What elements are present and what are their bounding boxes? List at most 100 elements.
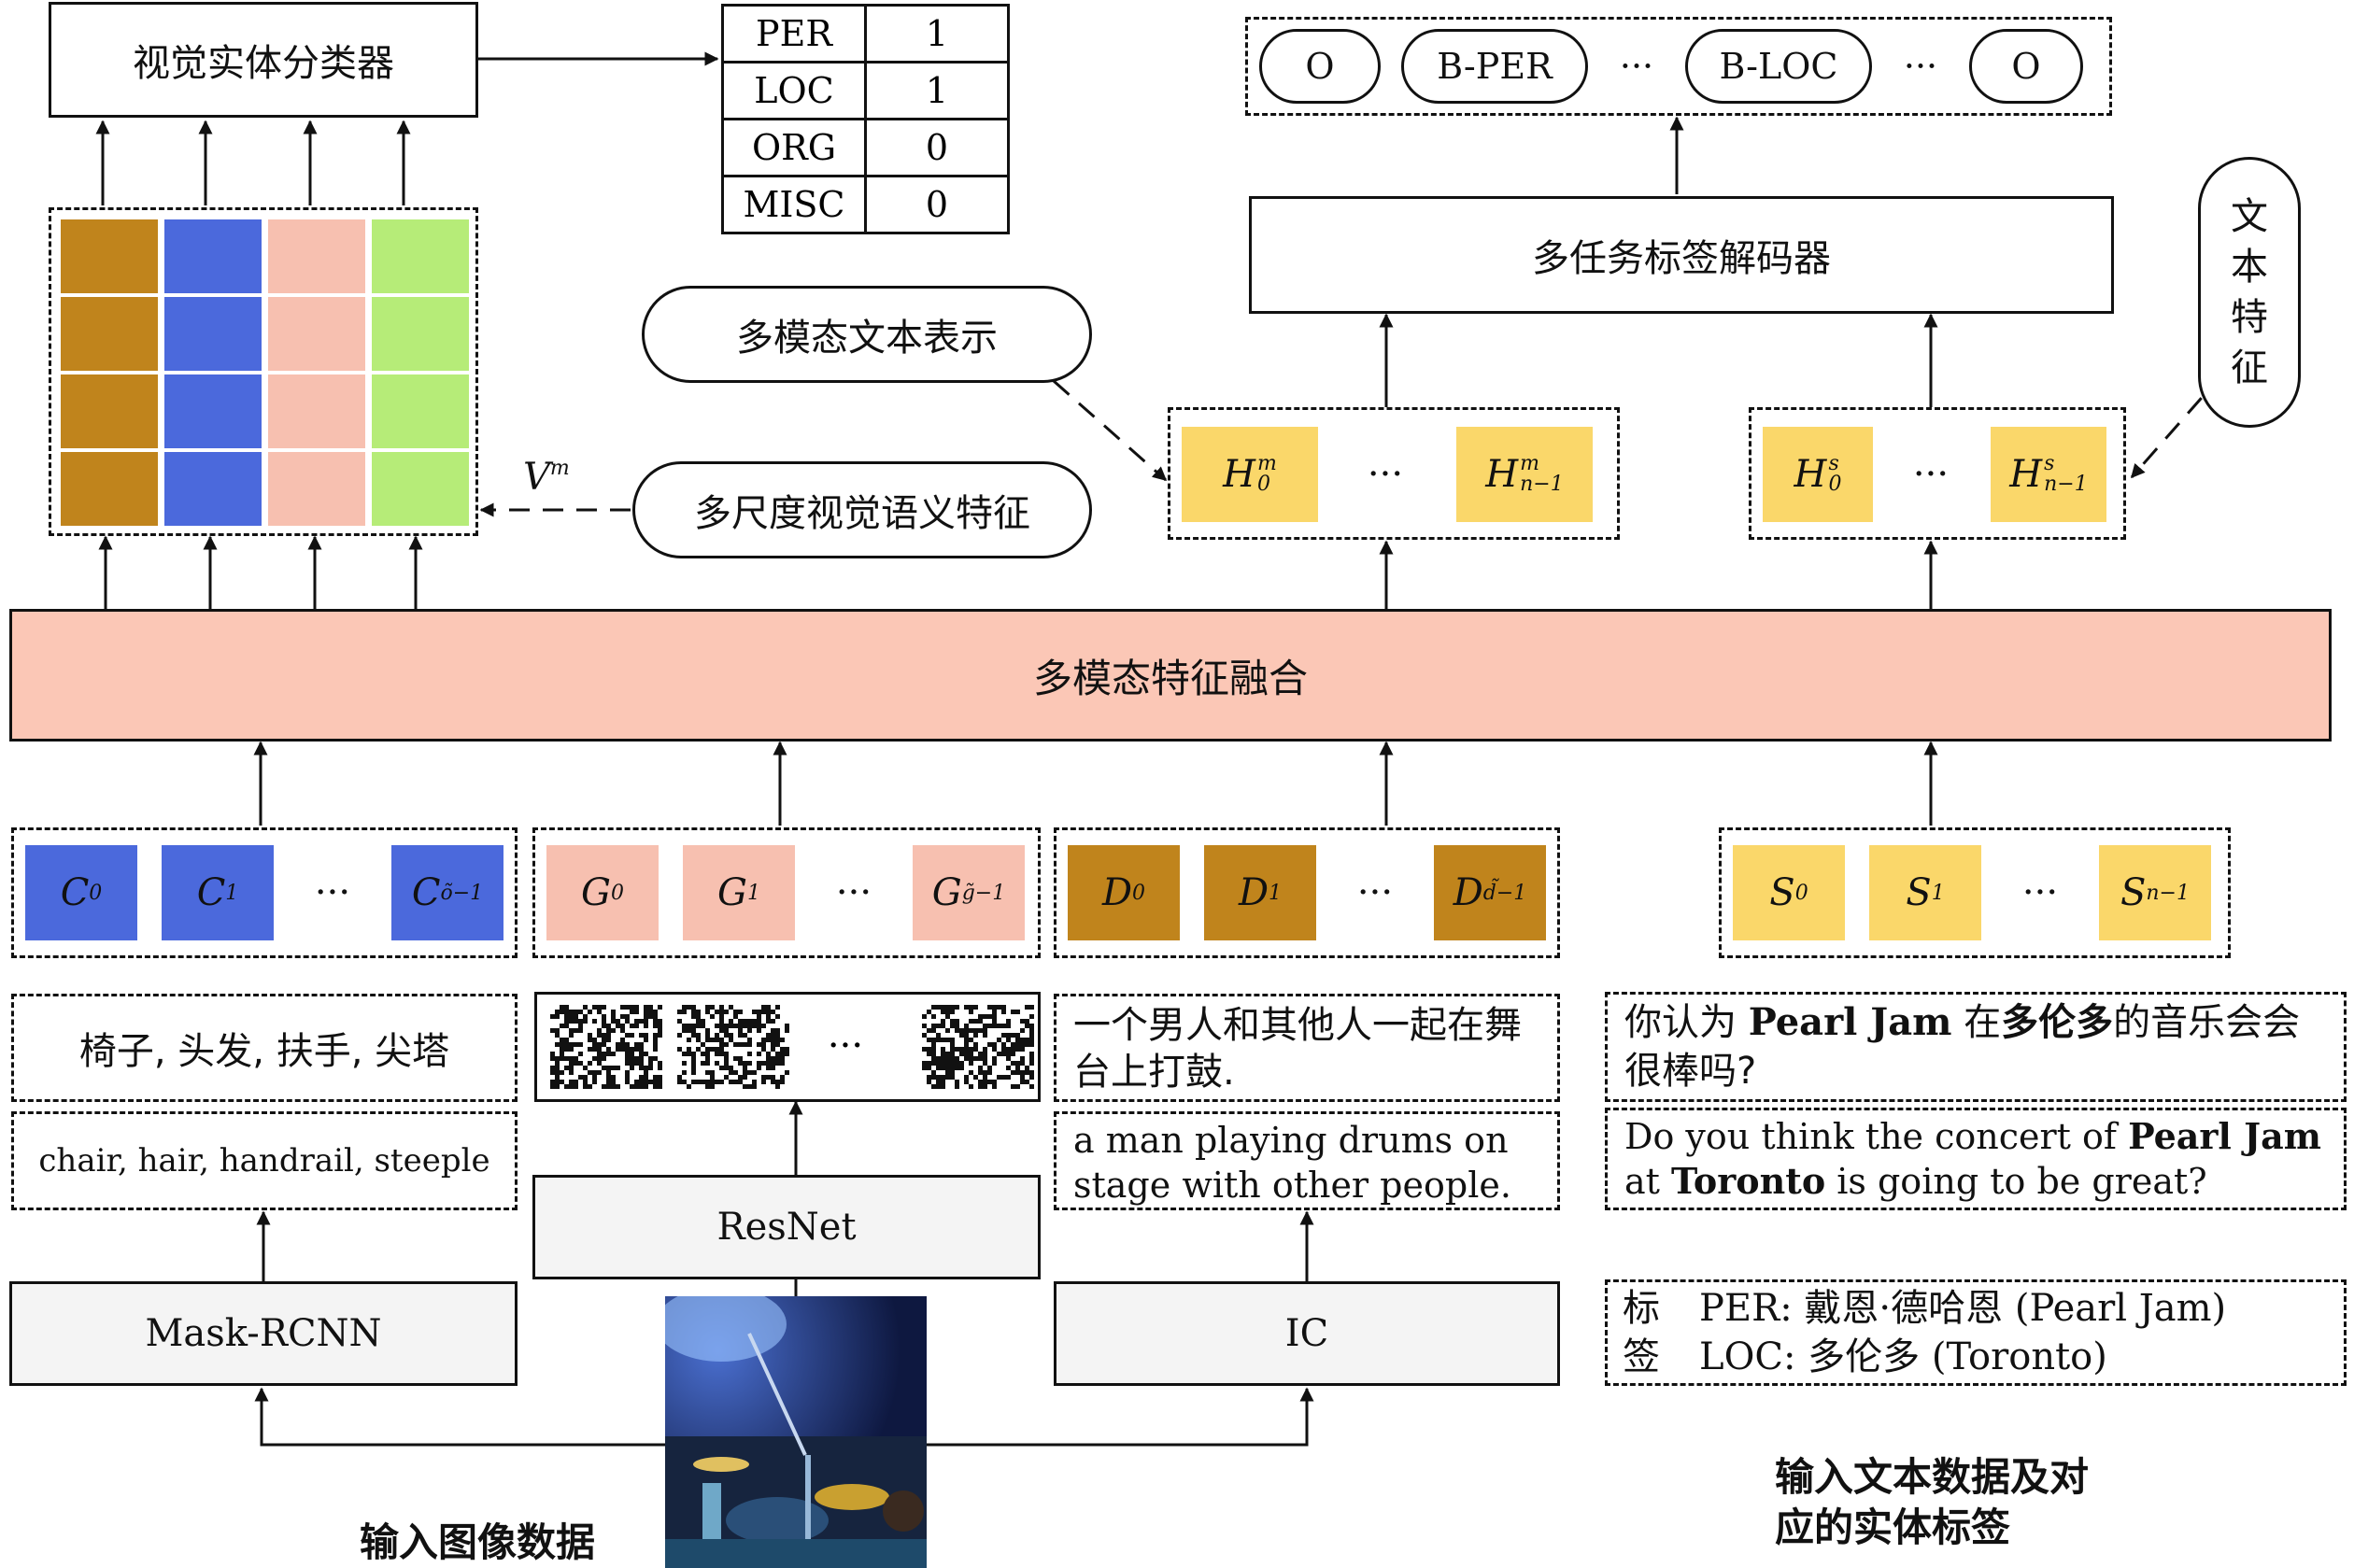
entity-label-loc: LOC: 多伦多 (Toronto) [1699,1335,2107,1378]
feature-ellipsis: ··· [2021,871,2059,914]
entity-labels-side-char: 标 [1623,1287,1660,1330]
visual-grid-cell [61,452,158,526]
h-m-last-sup: m [1520,452,1540,475]
feature-base: D [1101,871,1133,914]
input-text-en-entity-per: Pearl Jam [2128,1115,2321,1157]
resnet-label: ResNet [716,1206,857,1249]
output-tag-ellipsis: ··· [1903,46,1938,87]
fusion-label: 多模态特征融合 [1032,655,1308,701]
h-m-ellipsis: ··· [1367,453,1404,496]
output-tag: O [1259,29,1381,104]
object-labels-en-text: chair, hair, handrail, steeple [38,1142,490,1180]
vm-label: Vm [523,456,570,499]
feature-base: G [717,871,747,914]
output-tag: B-LOC [1685,29,1872,104]
caption-zh: 一个男人和其他人一起在舞台上打鼓. [1054,994,1560,1102]
input-text-en-prefix: Do you think the concert of [1624,1116,2129,1157]
result-label: PER [721,4,867,64]
image-patch [550,1005,662,1089]
result-label: ORG [721,118,867,177]
entity-labels-side-char: 签 [1623,1335,1660,1378]
vm-label-sup: m [549,457,570,480]
feature-ellipsis: ··· [314,871,351,914]
input-text-zh-prefix: 你认为 [1624,1001,1749,1044]
feature-base: S [1906,871,1932,914]
result-value: 0 [864,118,1010,177]
input-text-zh-entity-per: Pearl Jam [1748,1000,1952,1044]
decoder-label: 多任务标签解码器 [1532,237,1831,280]
visual-grid-cell [268,452,365,526]
input-text-en-mid: at [1624,1161,1672,1202]
h-s-0-sub: 0 [1828,473,1842,496]
visual-grid-cell [268,297,365,371]
feature-sub: 1 [746,881,760,905]
visual-grid-cell [268,219,365,293]
h-m-last-sub: n−1 [1520,473,1564,496]
multiscale-visual-semantic-feature: 多尺度视觉语义特征 [632,461,1092,558]
input-text-en-suffix: is going to be great? [1825,1161,2207,1202]
h-s-0-base: H [1794,453,1827,496]
input-text-zh-entity-loc: 多伦多 [2001,1001,2114,1044]
visual-entity-classifier: 视觉实体分类器 [49,2,478,118]
input-text-label: 输入文本数据及对应的实体标签 [1775,1452,2092,1553]
image-patch [922,1005,1034,1089]
visual-grid-cell [164,297,262,371]
text-feature-pill: 文本特征 [2198,157,2301,428]
caption-en-text: a man playing drums on stage with other … [1073,1120,1511,1206]
object-labels-zh-text: 椅子, 头发, 扶手, 尖塔 [78,1030,450,1073]
caption-zh-text: 一个男人和其他人一起在舞台上打鼓. [1073,1004,1522,1094]
feature-base: D [1238,871,1269,914]
text-feature-char: 本 [2231,246,2268,289]
h-s-ellipsis: ··· [1912,453,1950,496]
feature-sub: d̃−1 [1482,881,1527,905]
feature-base: G [931,871,962,914]
feature-sub: 0 [1794,881,1808,905]
text-feature-char: 特 [2231,296,2268,339]
feature-base: C [411,871,441,914]
output-tag: O [1969,29,2083,104]
patch-ellipsis: ··· [828,1024,863,1067]
h-m-0-sup: m [1257,452,1277,475]
arrow-text-repr-to-hm [1053,379,1168,482]
feature-ellipsis: ··· [1356,871,1394,914]
visual-grid-cell [268,374,365,448]
h-m-last-base: H [1485,453,1519,496]
text-feature-char: 文 [2231,195,2268,238]
arrow-image-to-ic [925,1387,1314,1447]
feature-sub: n−1 [2146,881,2190,905]
feature-sub: 1 [1931,881,1945,905]
multitask-label-decoder: 多任务标签解码器 [1249,196,2114,314]
object-labels-en: chair, hair, handrail, steeple [11,1111,518,1210]
ic-label: IC [1284,1312,1329,1355]
entity-label-per: PER: 戴恩·德哈恩 (Pearl Jam) [1699,1287,2227,1330]
input-text-zh-suffix: 的音乐会会很棒吗? [1624,1001,2301,1093]
h-s-last-base: H [2009,453,2043,496]
feature-sub: 1 [1269,881,1283,905]
input-text-en-entity-loc: Toronto [1671,1160,1826,1202]
